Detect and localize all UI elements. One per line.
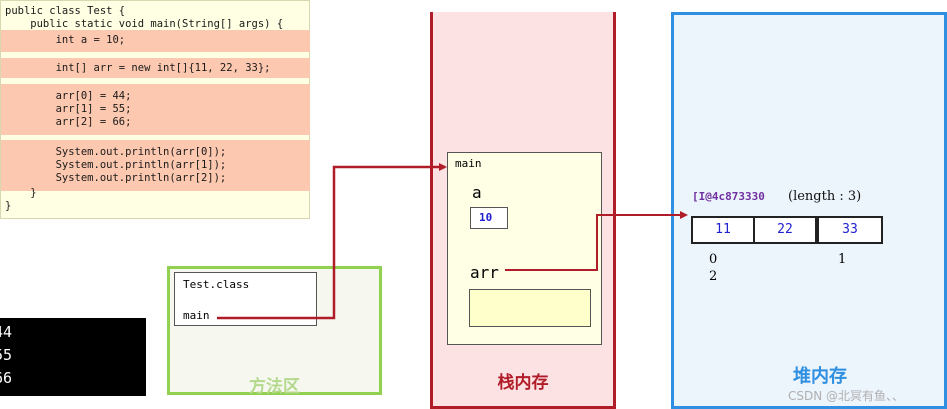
array-index: 0: [709, 252, 718, 267]
array-cell: 11: [691, 216, 755, 244]
main-to-frame-arrow: [217, 163, 447, 320]
code-line: }: [5, 200, 12, 212]
arr-reference-box: [469, 289, 591, 327]
array-index: 1: [838, 252, 847, 267]
method-name: main: [183, 309, 210, 322]
code-line: int[] arr = new int[]{11, 22, 33};: [5, 62, 271, 74]
code-line: }: [5, 187, 37, 199]
frame-name: main: [455, 157, 482, 170]
code-line: System.out.println(arr[0]);: [5, 146, 227, 158]
array-address: [I@4c873330: [692, 190, 765, 203]
code-line: System.out.println(arr[1]);: [5, 159, 227, 171]
array-cell: 22: [753, 216, 817, 244]
main-stack-frame: main a 10 arr: [447, 152, 602, 345]
watermark: CSDN @北冥有鱼、、: [788, 389, 905, 403]
code-line: arr[1] = 55;: [5, 103, 132, 115]
console-output: 44 55 66: [0, 318, 146, 396]
class-name: Test.class: [183, 278, 250, 291]
array-index: 2: [709, 269, 718, 284]
code-line: public class Test {: [5, 5, 126, 17]
code-panel: public class Test { public static void m…: [0, 0, 310, 219]
arr-to-heap-arrow: [505, 211, 688, 271]
code-line: arr[2] = 66;: [5, 116, 132, 128]
console-line: 44: [0, 323, 13, 341]
array-length: (length : 3): [788, 189, 862, 204]
code-highlight: [1, 58, 310, 78]
method-area-label: 方法区: [249, 377, 300, 397]
heap-area: [671, 12, 947, 409]
var-a-value: 10: [470, 207, 508, 229]
code-highlight: [1, 84, 310, 135]
var-arr-label: arr: [470, 263, 499, 282]
code-line: int a = 10;: [5, 34, 126, 46]
code-highlight: [1, 140, 310, 191]
code-line: public static void main(String[] args) {: [5, 18, 284, 30]
code-highlight: [1, 30, 310, 52]
console-line: 55: [0, 346, 13, 364]
heap-label: 堆内存: [793, 366, 847, 387]
var-a-label: a: [472, 183, 482, 202]
stack-label: 栈内存: [497, 373, 549, 393]
array-cell: 33: [817, 216, 883, 244]
code-line: arr[0] = 44;: [5, 90, 132, 102]
console-line: 66: [0, 369, 13, 387]
code-line: System.out.println(arr[2]);: [5, 172, 227, 184]
